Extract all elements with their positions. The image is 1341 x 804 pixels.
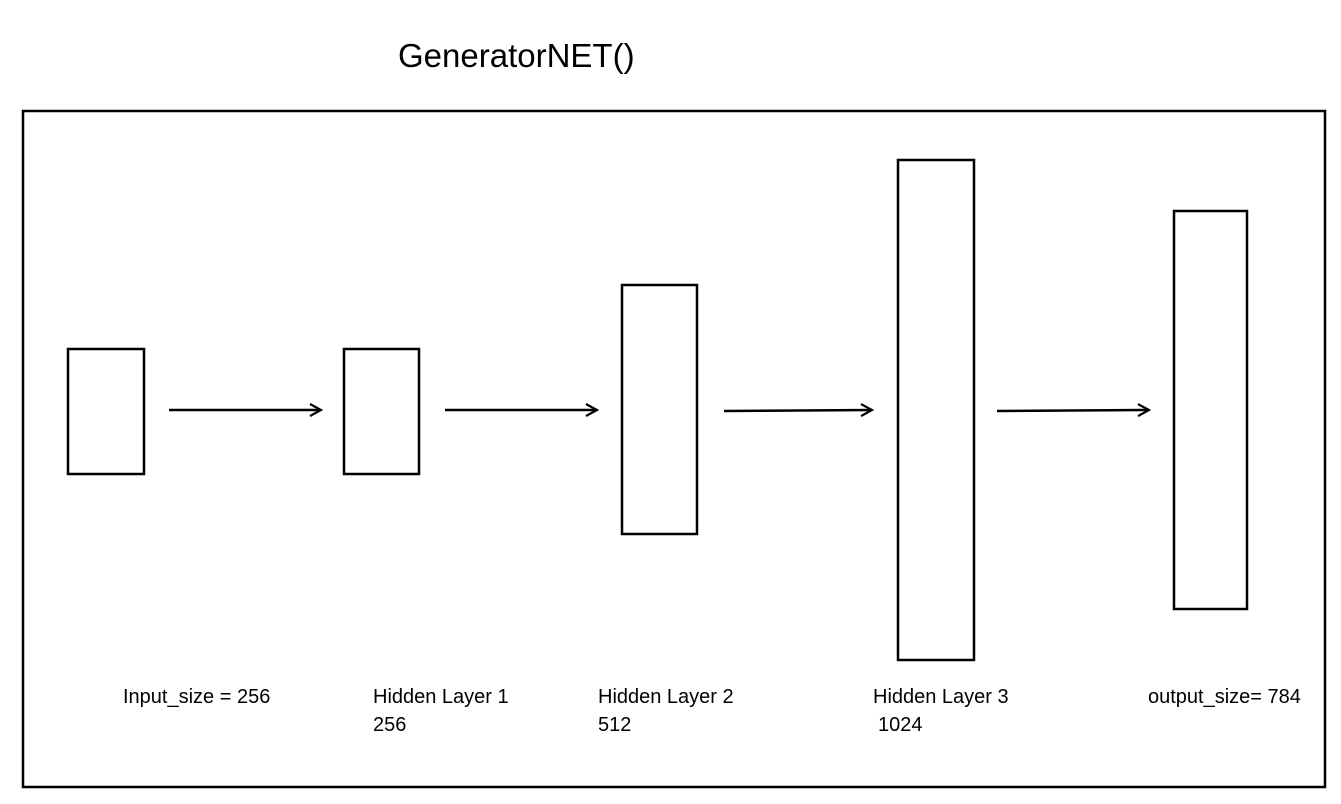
- arrow-hidden2-to-hidden3: [723, 410, 872, 411]
- output-layer-label: output_size= 784: [1148, 686, 1301, 708]
- hidden-layer-1-size: 256: [373, 714, 406, 736]
- hidden-layer-3-label: Hidden Layer 3: [873, 686, 1009, 708]
- hidden-layer-1-box: [342, 347, 421, 476]
- diagram-title: GeneratorNET(): [398, 37, 635, 74]
- input-layer-box: [66, 347, 146, 476]
- hidden-layer-3-size: 1024: [878, 714, 923, 736]
- hidden-layer-3-box: [896, 158, 976, 662]
- output-layer-box: [1172, 209, 1249, 611]
- input-layer-label: Input_size = 256: [123, 686, 270, 708]
- network-frame: [21, 109, 1327, 789]
- hidden-layer-2-box: [620, 283, 699, 536]
- hidden-layer-2-size: 512: [598, 714, 631, 736]
- hidden-layer-1-label: Hidden Layer 1: [373, 686, 509, 708]
- hidden-layer-2-label: Hidden Layer 2: [598, 686, 734, 708]
- arrow-hidden3-to-output: [996, 410, 1149, 411]
